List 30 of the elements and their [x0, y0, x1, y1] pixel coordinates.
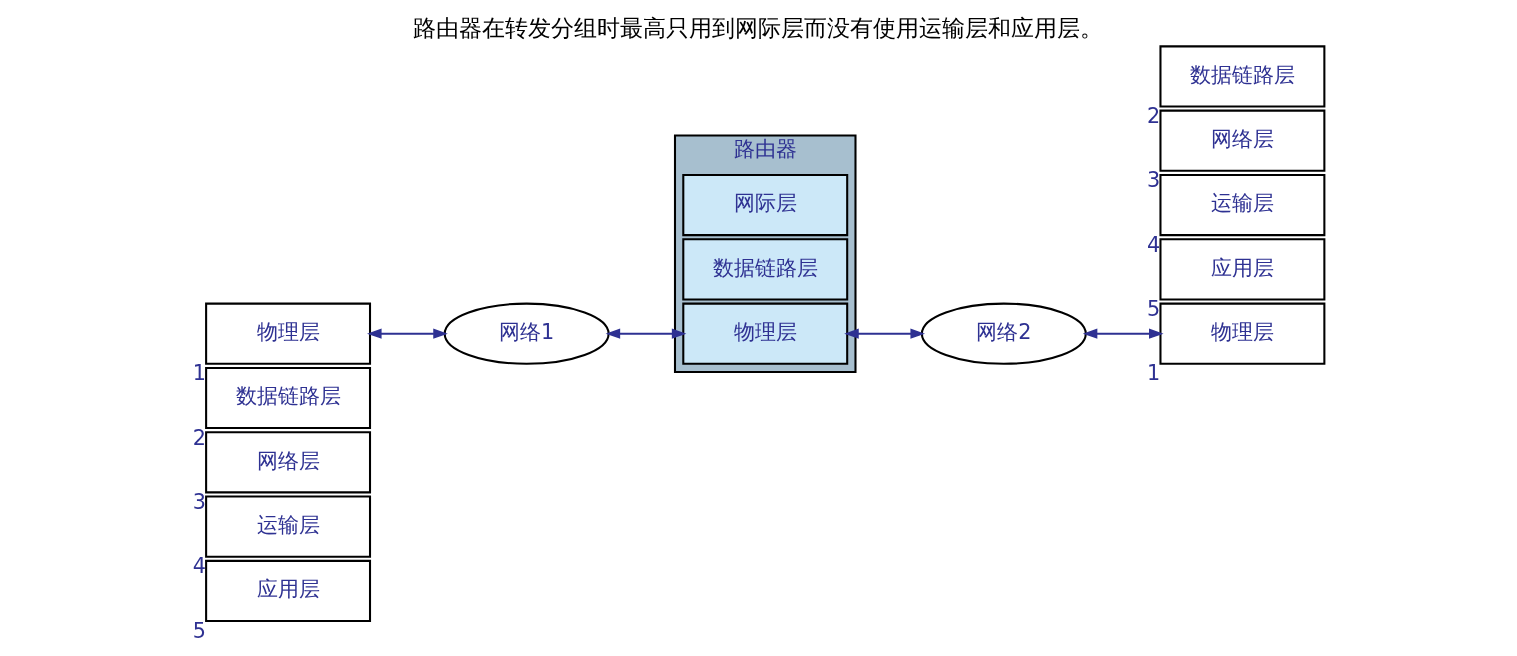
- node-ellipse: 网络2: [920, 302, 1087, 365]
- node-box: 数据链路层: [1159, 44, 1326, 108]
- node-box: 物理层: [1159, 302, 1326, 365]
- node-box: 网际层: [682, 173, 849, 236]
- node-label: 1: [192, 360, 206, 385]
- arrow: [367, 328, 448, 339]
- node-label: 3: [192, 489, 206, 514]
- node-label: 5: [192, 618, 206, 643]
- node-box: 应用层: [1159, 237, 1326, 300]
- node-ellipse: 网络1: [443, 302, 610, 365]
- node-box: 数据链路层: [682, 237, 849, 300]
- node-box: 运输层: [1159, 173, 1326, 236]
- node-box: 网络层: [1159, 109, 1326, 172]
- node-label: 4: [192, 553, 206, 578]
- node-box: 物理层: [205, 302, 372, 365]
- arrow: [605, 328, 687, 339]
- node-box: 网络层: [205, 430, 372, 493]
- node-label: 2: [192, 425, 206, 450]
- node-label: 5: [1147, 296, 1161, 321]
- node-box: 运输层: [205, 495, 372, 558]
- node-box: 数据链路层: [205, 366, 372, 429]
- diagram-title: 路由器在转发分组时最高只用到网际层而没有使用运输层和应用层。: [413, 14, 1104, 41]
- node-box: 物理层: [682, 302, 849, 365]
- node-box: 应用层: [205, 559, 372, 622]
- node-label: 3: [1147, 167, 1161, 192]
- node-label: 1: [1147, 360, 1161, 385]
- node-label: 4: [1147, 232, 1161, 257]
- arrow: [1082, 328, 1164, 339]
- node-label: 2: [1147, 103, 1161, 128]
- arrow: [844, 328, 925, 339]
